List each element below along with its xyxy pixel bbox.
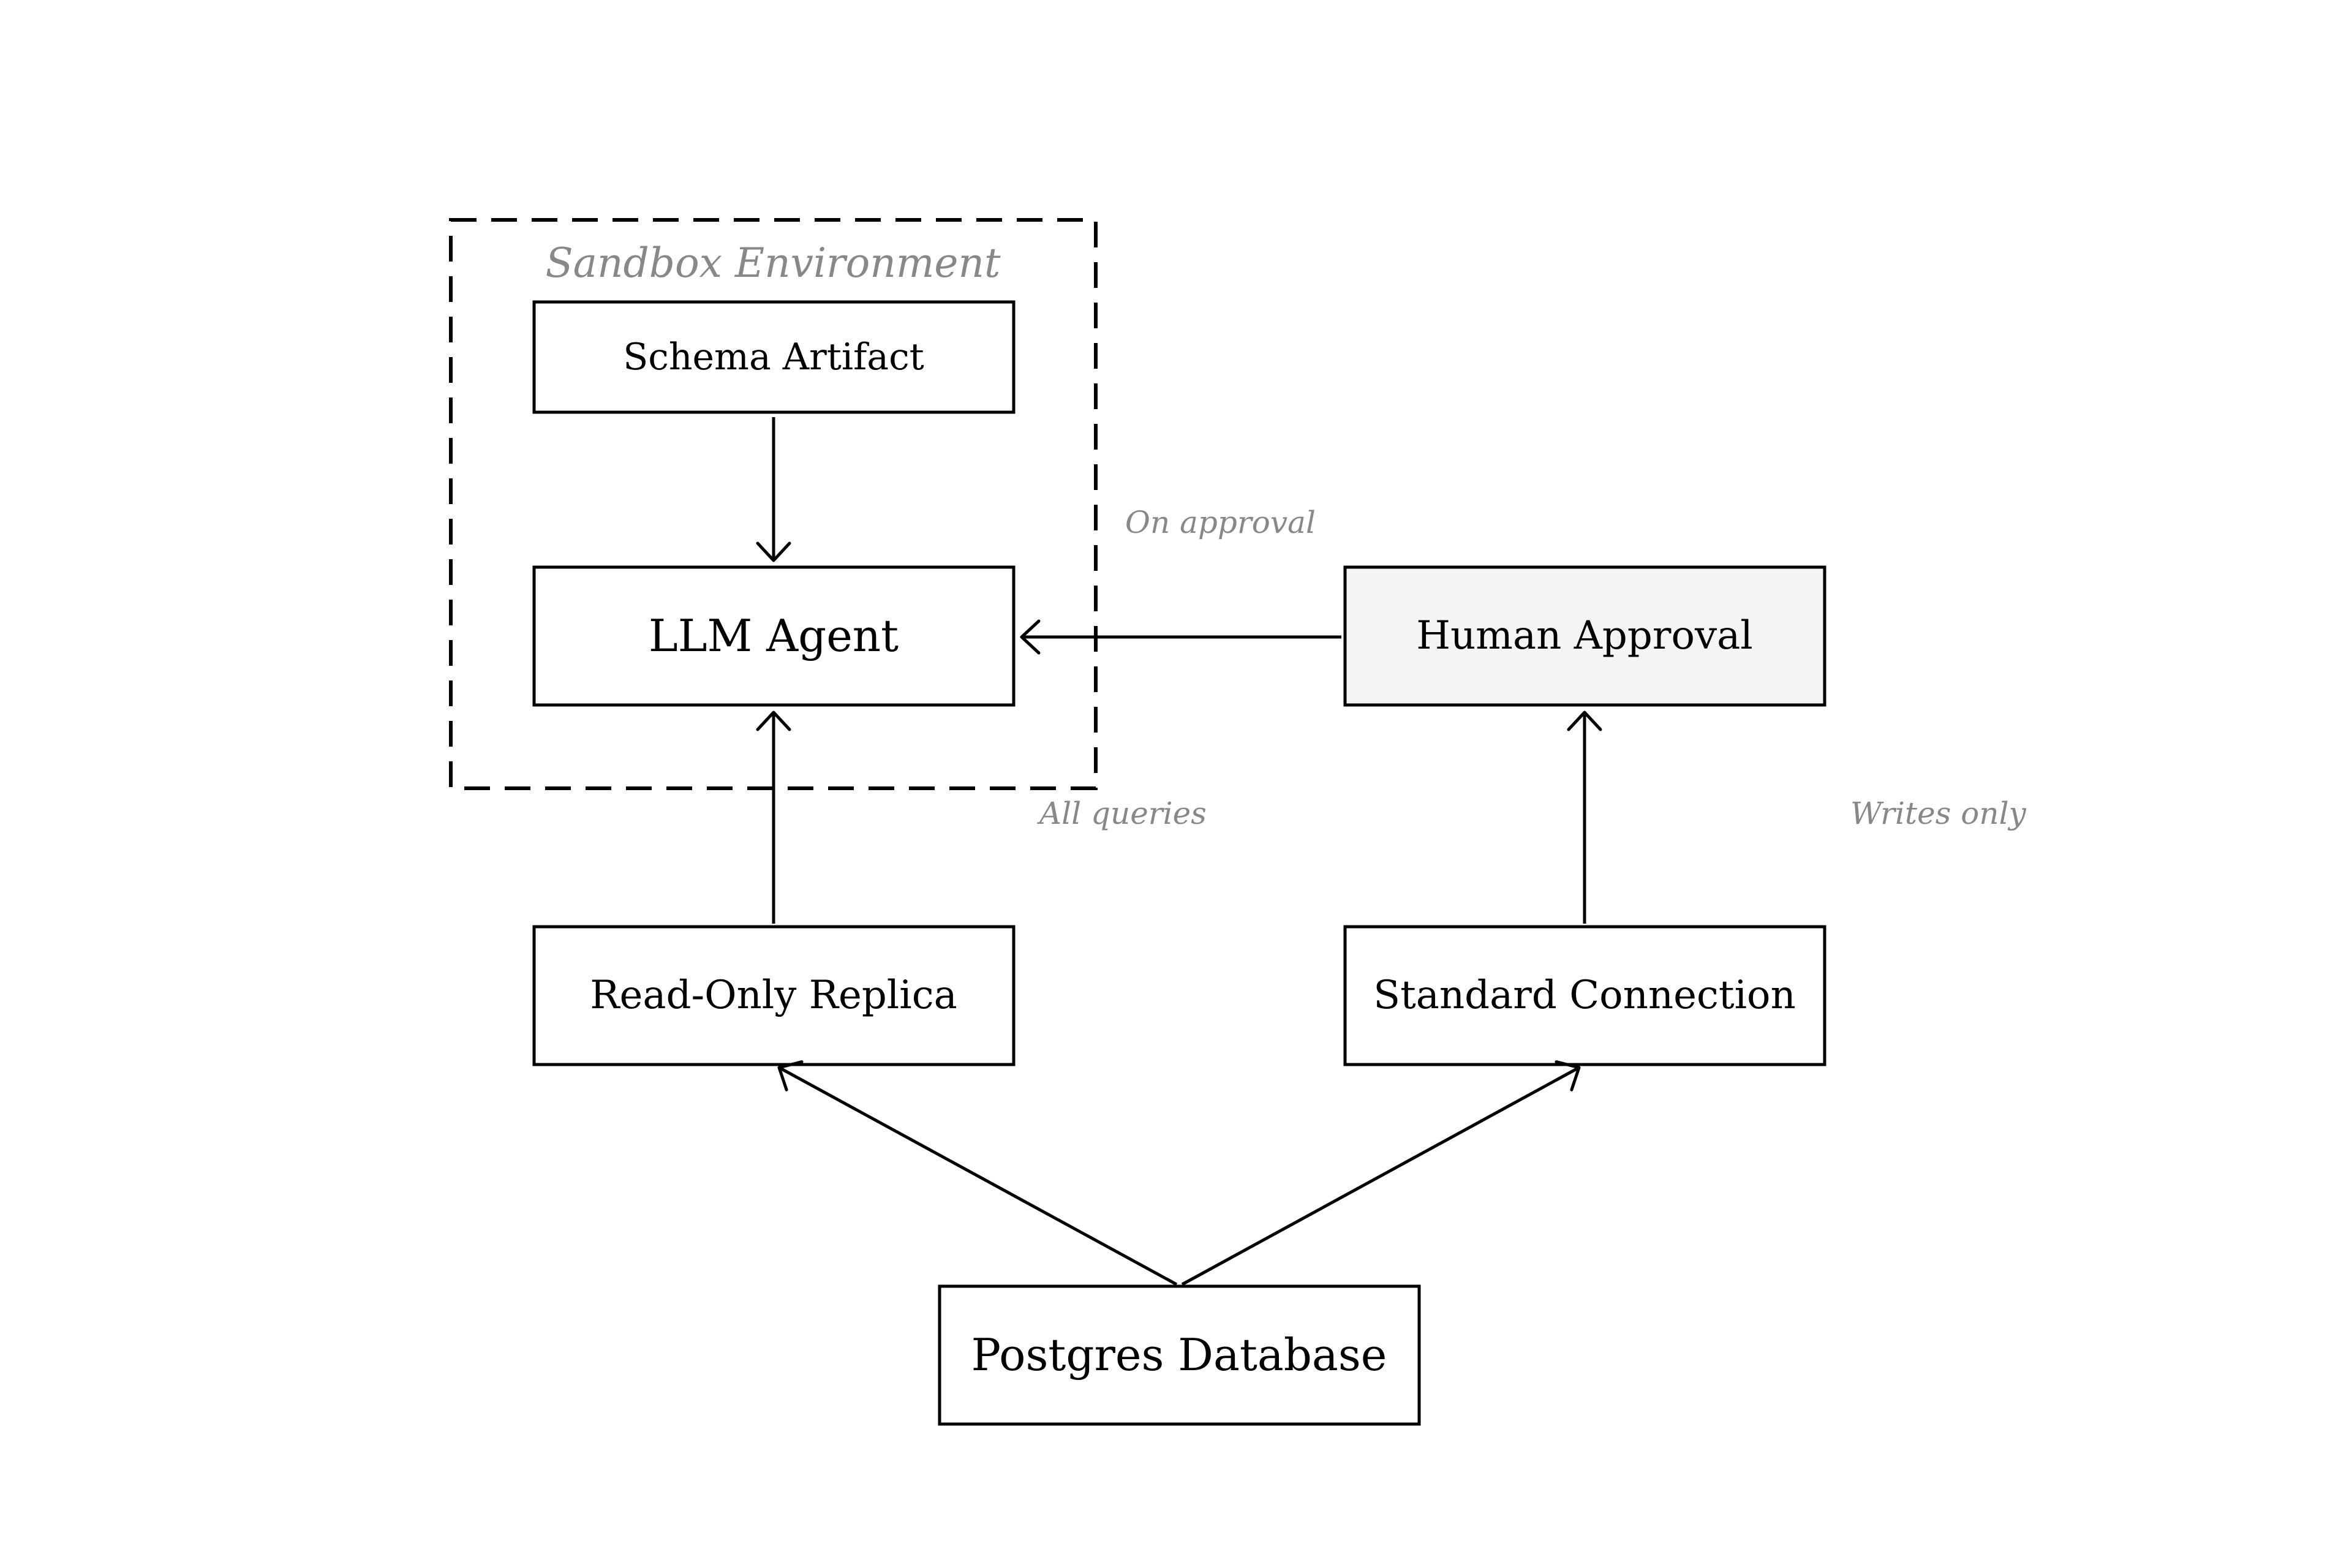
schema-artifact-node: Schema Artifact [532,300,1016,414]
read-only-replica-label: Read-Only Replica [590,973,957,1018]
postgres-database-label: Postgres Database [971,1329,1387,1381]
sandbox-boundary [449,218,1098,790]
edge-label-on-approval: On approval [1125,505,1316,540]
arrow-database-to-standard [1181,1060,1581,1286]
human-approval-label: Human Approval [1416,613,1753,658]
human-approval-node: Human Approval [1343,565,1826,707]
arrow-database-to-replica [777,1060,1178,1286]
sandbox-label: Sandbox Environment [545,239,1001,287]
read-only-replica-node: Read-Only Replica [532,925,1016,1066]
standard-connection-label: Standard Connection [1373,973,1796,1018]
llm-agent-label: LLM Agent [649,610,899,662]
edge-label-all-queries: All queries [1037,796,1207,831]
edge-label-writes-only: Writes only [1850,796,2027,831]
standard-connection-node: Standard Connection [1343,925,1826,1066]
schema-artifact-label: Schema Artifact [623,336,924,379]
llm-agent-node: LLM Agent [532,565,1016,707]
postgres-database-node: Postgres Database [938,1284,1421,1426]
